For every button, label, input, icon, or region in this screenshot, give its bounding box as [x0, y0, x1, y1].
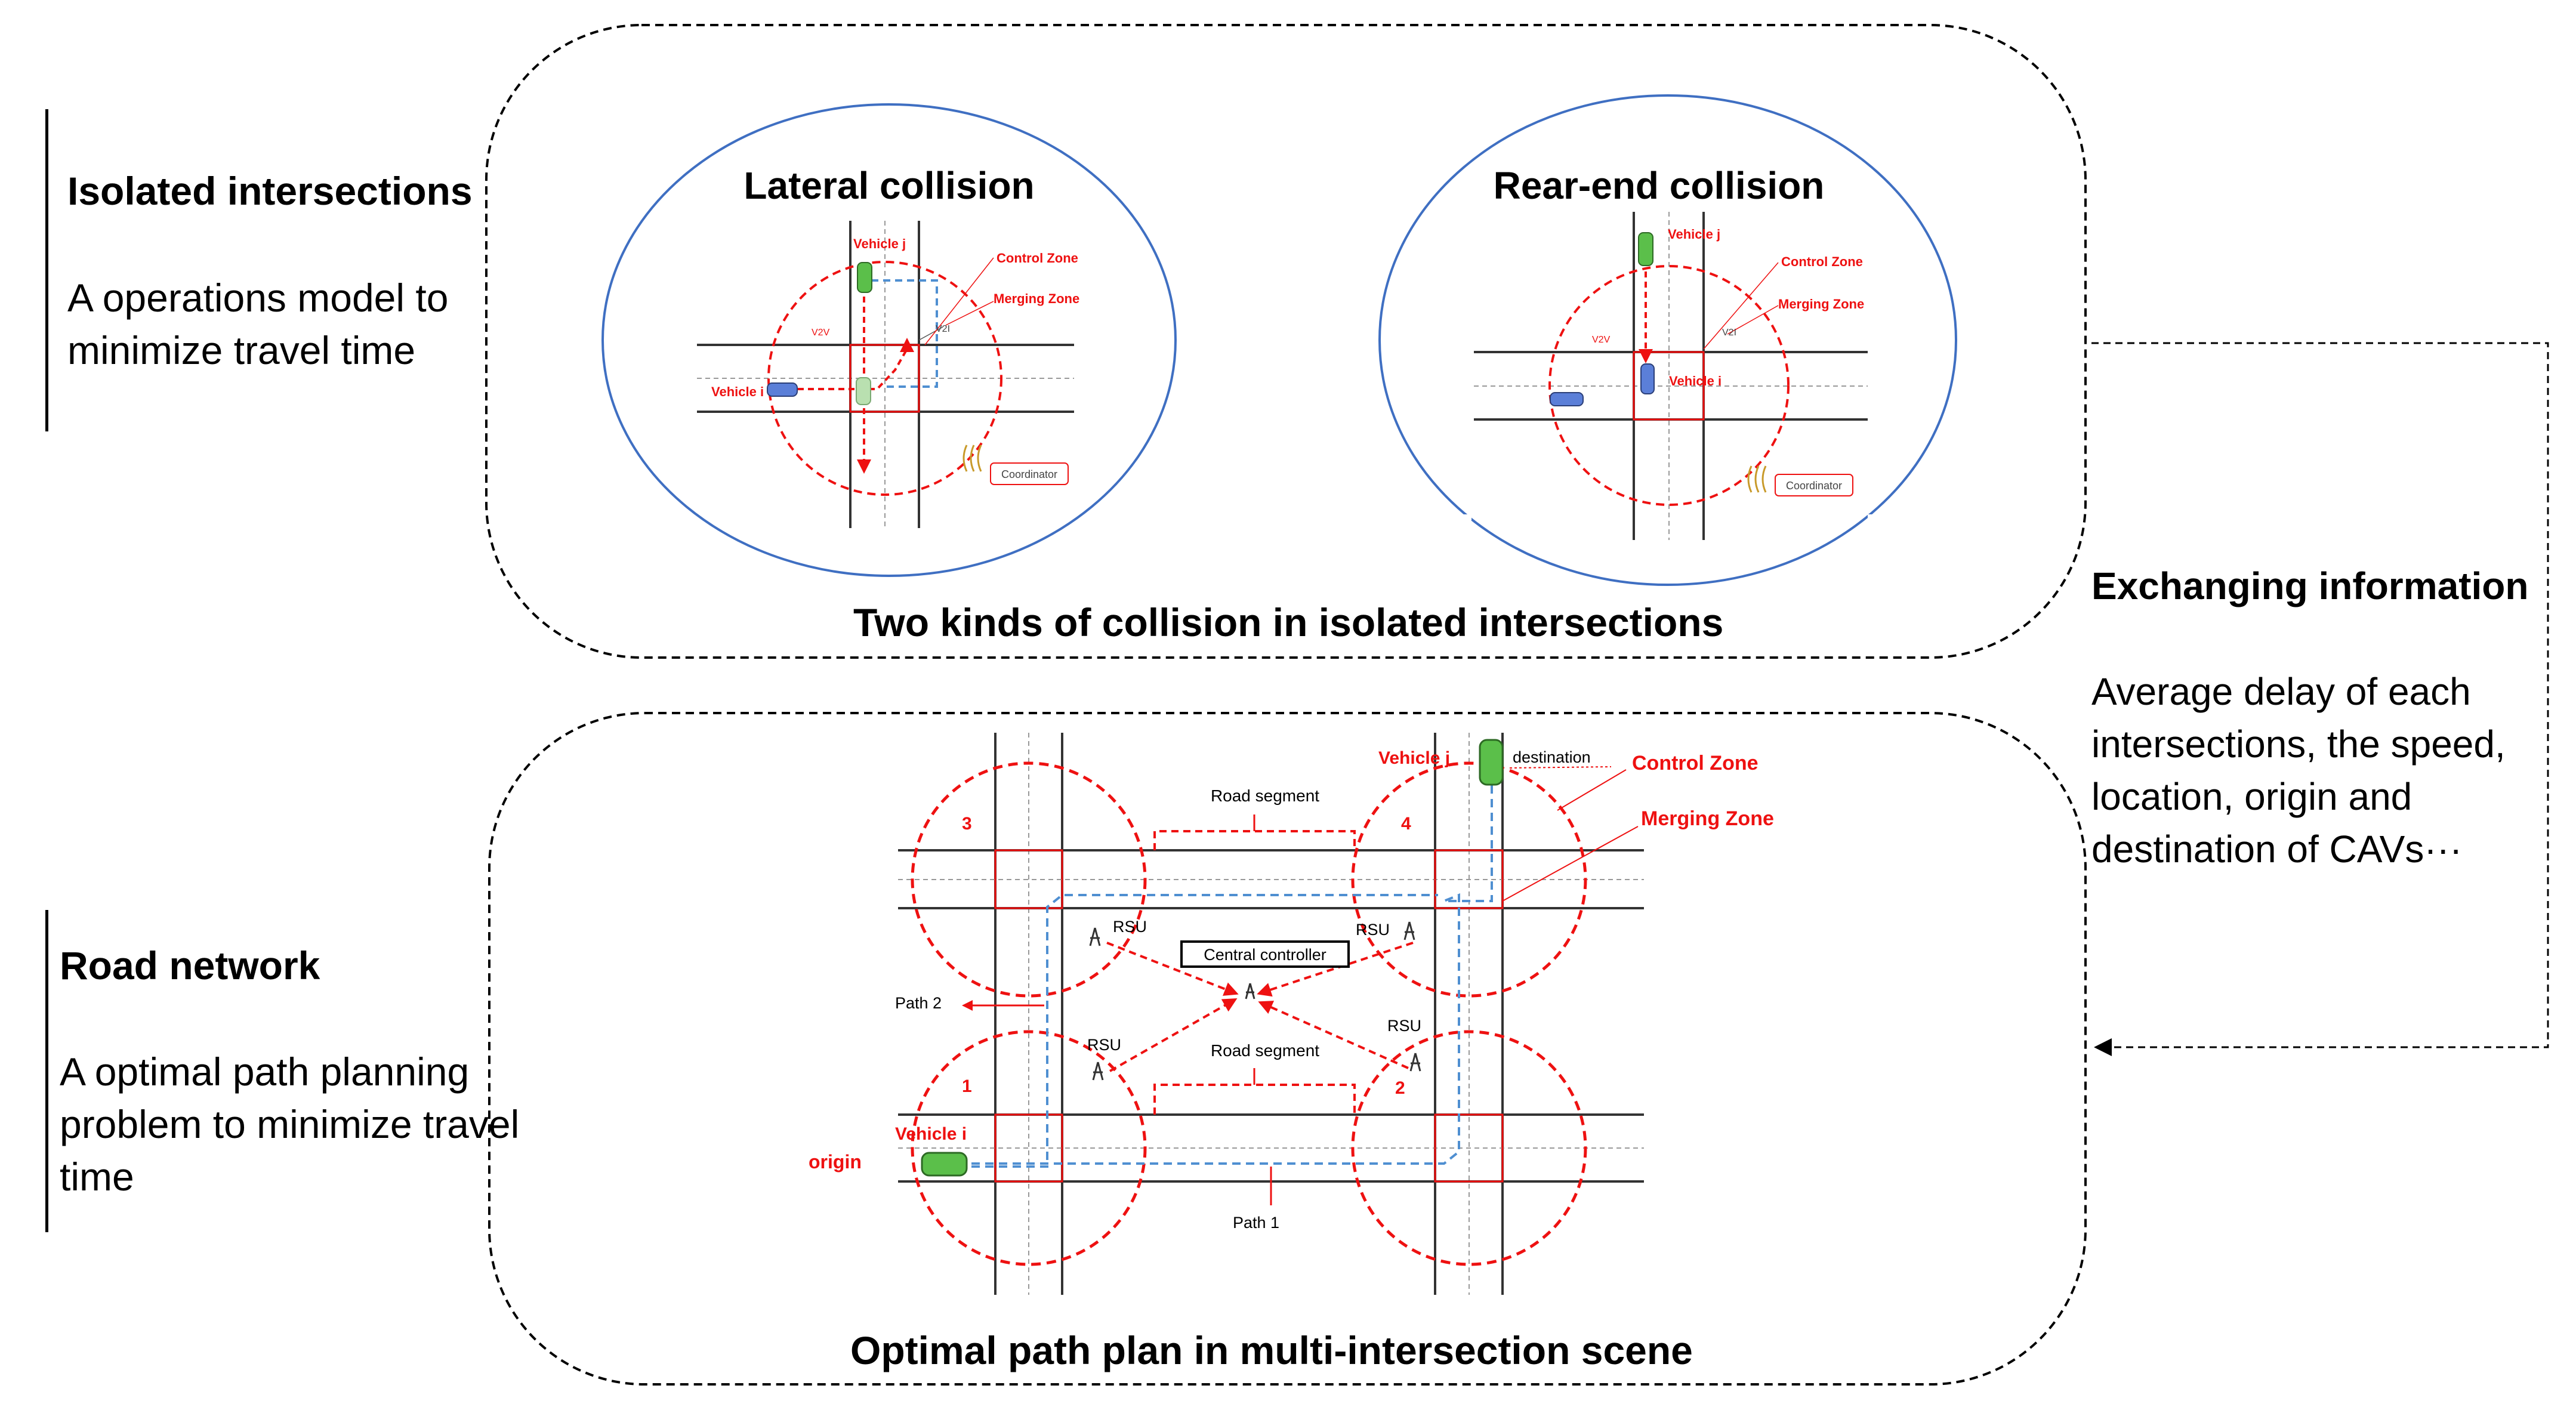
bottom-caption: Optimal path plan in multi-intersection … — [850, 1328, 1693, 1372]
rear-end-control-zone-label: Control Zone — [1781, 254, 1863, 269]
rsu-label-3: RSU — [1087, 1036, 1121, 1054]
lateral-vehicle-i-car — [767, 382, 798, 397]
road-segment-mid-label: Road segment — [1211, 1041, 1319, 1060]
lateral-vehicle-j-car — [857, 262, 872, 293]
rear-end-ellipse — [1378, 94, 1957, 586]
isolated-body: A operations model to minimize travel ti… — [67, 276, 449, 372]
rear-end-v2v-label: V2V — [1592, 335, 1611, 345]
network-destination-label: destination — [1513, 748, 1591, 766]
intersection-number-2: 2 — [1395, 1078, 1405, 1098]
lateral-title: Lateral collision — [744, 164, 1034, 207]
top-dashed-box — [485, 24, 2087, 659]
lateral-vehicle-i-label: Vehicle i — [711, 384, 764, 399]
rear-end-vehicle-j-label: Vehicle j — [1668, 227, 1720, 242]
network-origin-label: origin — [809, 1151, 862, 1173]
central-controller-box — [1180, 940, 1350, 968]
rear-end-vehicle-j-car — [1638, 232, 1653, 266]
lateral-collision-diagram: Lateral collision Vehicle j Vehicle i Co… — [601, 103, 1177, 577]
multi-intersection-diagram: Vehicle j destination Control Zone Mergi… — [809, 733, 1774, 1295]
central-controller-label: Central controller — [1204, 946, 1326, 964]
rear-end-collision-diagram: Rear-end collision Vehicle j Vehicle i C… — [1378, 94, 1957, 586]
network-vehicle-i-label: Vehicle i — [895, 1124, 967, 1144]
lateral-coordinator-label: Coordinator — [1001, 468, 1057, 480]
lateral-control-zone-label: Control Zone — [997, 251, 1078, 266]
rear-end-vehicle-i-car — [1640, 363, 1655, 394]
rear-end-vehicle-i-label: Vehicle i — [1669, 374, 1722, 388]
rear-end-v2i-label: V2I — [1722, 328, 1736, 338]
intersection-number-3: 3 — [962, 814, 972, 834]
network-vehicle-j-car — [1479, 739, 1504, 786]
isolated-title: Isolated intersections — [67, 169, 473, 213]
rsu-label-4: RSU — [1387, 1017, 1421, 1035]
bottom-dashed-box — [488, 712, 2087, 1386]
lateral-merging-zone-label: Merging Zone — [994, 291, 1079, 306]
road-segment-top-label: Road segment — [1211, 786, 1319, 805]
network-side-bar — [45, 910, 48, 1232]
lateral-ellipse — [601, 103, 1177, 577]
network-body: A optimal path planning problem to minim… — [60, 1050, 520, 1199]
lateral-vehicle-j-label: Vehicle j — [853, 236, 906, 251]
lateral-v2i-label: V2I — [936, 324, 950, 334]
isolated-side-bar — [45, 109, 48, 431]
network-merging-zone-label: Merging Zone — [1641, 807, 1774, 830]
rsu-tower-icon — [1089, 921, 1421, 1081]
exchange-connector — [2091, 342, 2549, 1056]
exchange-body: Average delay of each intersections, the… — [2091, 670, 2506, 871]
rear-end-coordinator-label: Coordinator — [1786, 480, 1842, 492]
lateral-v2v-label: V2V — [812, 328, 830, 338]
rear-end-title: Rear-end collision — [1494, 164, 1825, 207]
rsu-label-1: RSU — [1113, 918, 1147, 936]
network-vehicle-i-car — [921, 1152, 968, 1177]
intersection-number-1: 1 — [962, 1076, 972, 1096]
network-title: Road network — [60, 943, 320, 988]
network-control-zone-label: Control Zone — [1632, 752, 1759, 775]
network-vehicle-j-label: Vehicle j — [1378, 748, 1450, 768]
path-2-label: Path 2 — [895, 994, 942, 1012]
path-1-label: Path 1 — [1233, 1214, 1279, 1232]
rear-end-merging-zone-label: Merging Zone — [1778, 297, 1864, 311]
exchange-title: Exchanging information — [2091, 564, 2529, 607]
rsu-label-2: RSU — [1356, 921, 1390, 939]
intersection-number-4: 4 — [1401, 814, 1411, 834]
top-caption: Two kinds of collision in isolated inter… — [853, 600, 1724, 644]
